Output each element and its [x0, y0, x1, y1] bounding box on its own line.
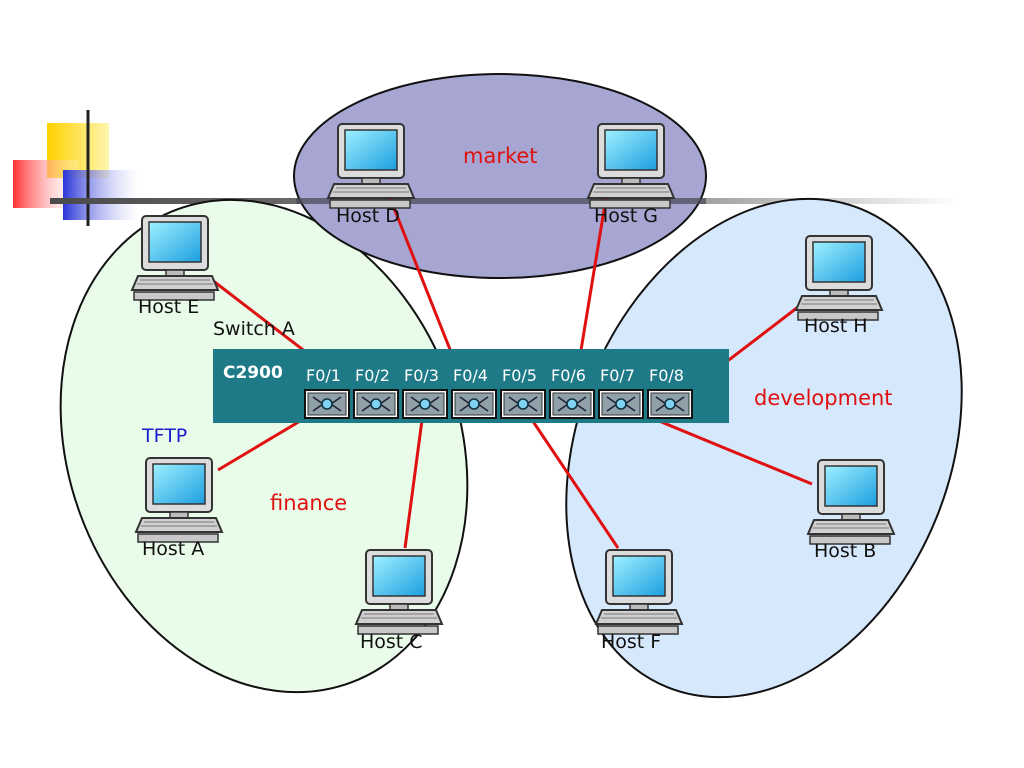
market-group-label: market	[463, 144, 538, 168]
port-label: F0/3	[404, 366, 439, 385]
host-a[interactable]	[135, 457, 223, 543]
desktop-computer-icon	[135, 457, 223, 543]
host-h[interactable]	[795, 235, 883, 321]
host-d[interactable]	[327, 123, 415, 209]
finance-group-label: finance	[270, 491, 347, 515]
port-label: F0/2	[355, 366, 390, 385]
ethernet-port-icon[interactable]	[549, 389, 595, 419]
host-b[interactable]	[807, 459, 895, 545]
tftp-label: TFTP	[141, 425, 187, 447]
desktop-computer-icon	[587, 123, 675, 209]
link-host-c-f03	[403, 404, 426, 549]
ethernet-port-icon[interactable]	[451, 389, 497, 419]
development-group-label: development	[754, 386, 893, 410]
port-label: F0/5	[502, 366, 537, 385]
host-c[interactable]	[355, 549, 443, 635]
link-host-f-f05	[520, 404, 620, 549]
host-h-label: Host H	[804, 315, 868, 337]
desktop-computer-icon	[327, 123, 415, 209]
title-rule-overlap	[296, 198, 706, 204]
host-d-label: Host D	[336, 205, 400, 227]
port-label: F0/4	[453, 366, 488, 385]
desktop-computer-icon	[807, 459, 895, 545]
host-a-label: Host A	[142, 538, 204, 560]
desktop-computer-icon	[795, 235, 883, 321]
host-f[interactable]	[595, 549, 683, 635]
host-g-label: Host G	[594, 205, 658, 227]
ethernet-port-icon[interactable]	[598, 389, 644, 419]
ethernet-port-icon[interactable]	[402, 389, 448, 419]
ethernet-port-icon[interactable]	[304, 389, 350, 419]
host-e-label: Host E	[138, 296, 199, 318]
switch-ports: F0/1 F0/2 F0/3 F0/4 F0/5 F0/6 F0/7 F0/8	[304, 366, 693, 419]
ethernet-port-icon[interactable]	[353, 389, 399, 419]
desktop-computer-icon	[355, 549, 443, 635]
host-b-label: Host B	[814, 540, 876, 562]
switch-name-label: Switch A	[213, 318, 295, 340]
switch-a[interactable]: C2900 F0/1 F0/2 F0/3 F0/4 F0/5 F0/6 F0/7 F0/8	[213, 349, 729, 423]
port-label: F0/6	[551, 366, 586, 385]
port-label: F0/8	[649, 366, 684, 385]
port-label: F0/7	[600, 366, 635, 385]
host-e[interactable]	[131, 215, 219, 301]
ethernet-port-icon[interactable]	[500, 389, 546, 419]
desktop-computer-icon	[595, 549, 683, 635]
host-f-label: Host F	[601, 631, 661, 653]
host-g[interactable]	[587, 123, 675, 209]
desktop-computer-icon	[131, 215, 219, 301]
ethernet-port-icon[interactable]	[647, 389, 693, 419]
host-c-label: Host C	[360, 631, 423, 653]
switch-model-label: C2900	[223, 363, 283, 383]
port-label: F0/1	[306, 366, 341, 385]
